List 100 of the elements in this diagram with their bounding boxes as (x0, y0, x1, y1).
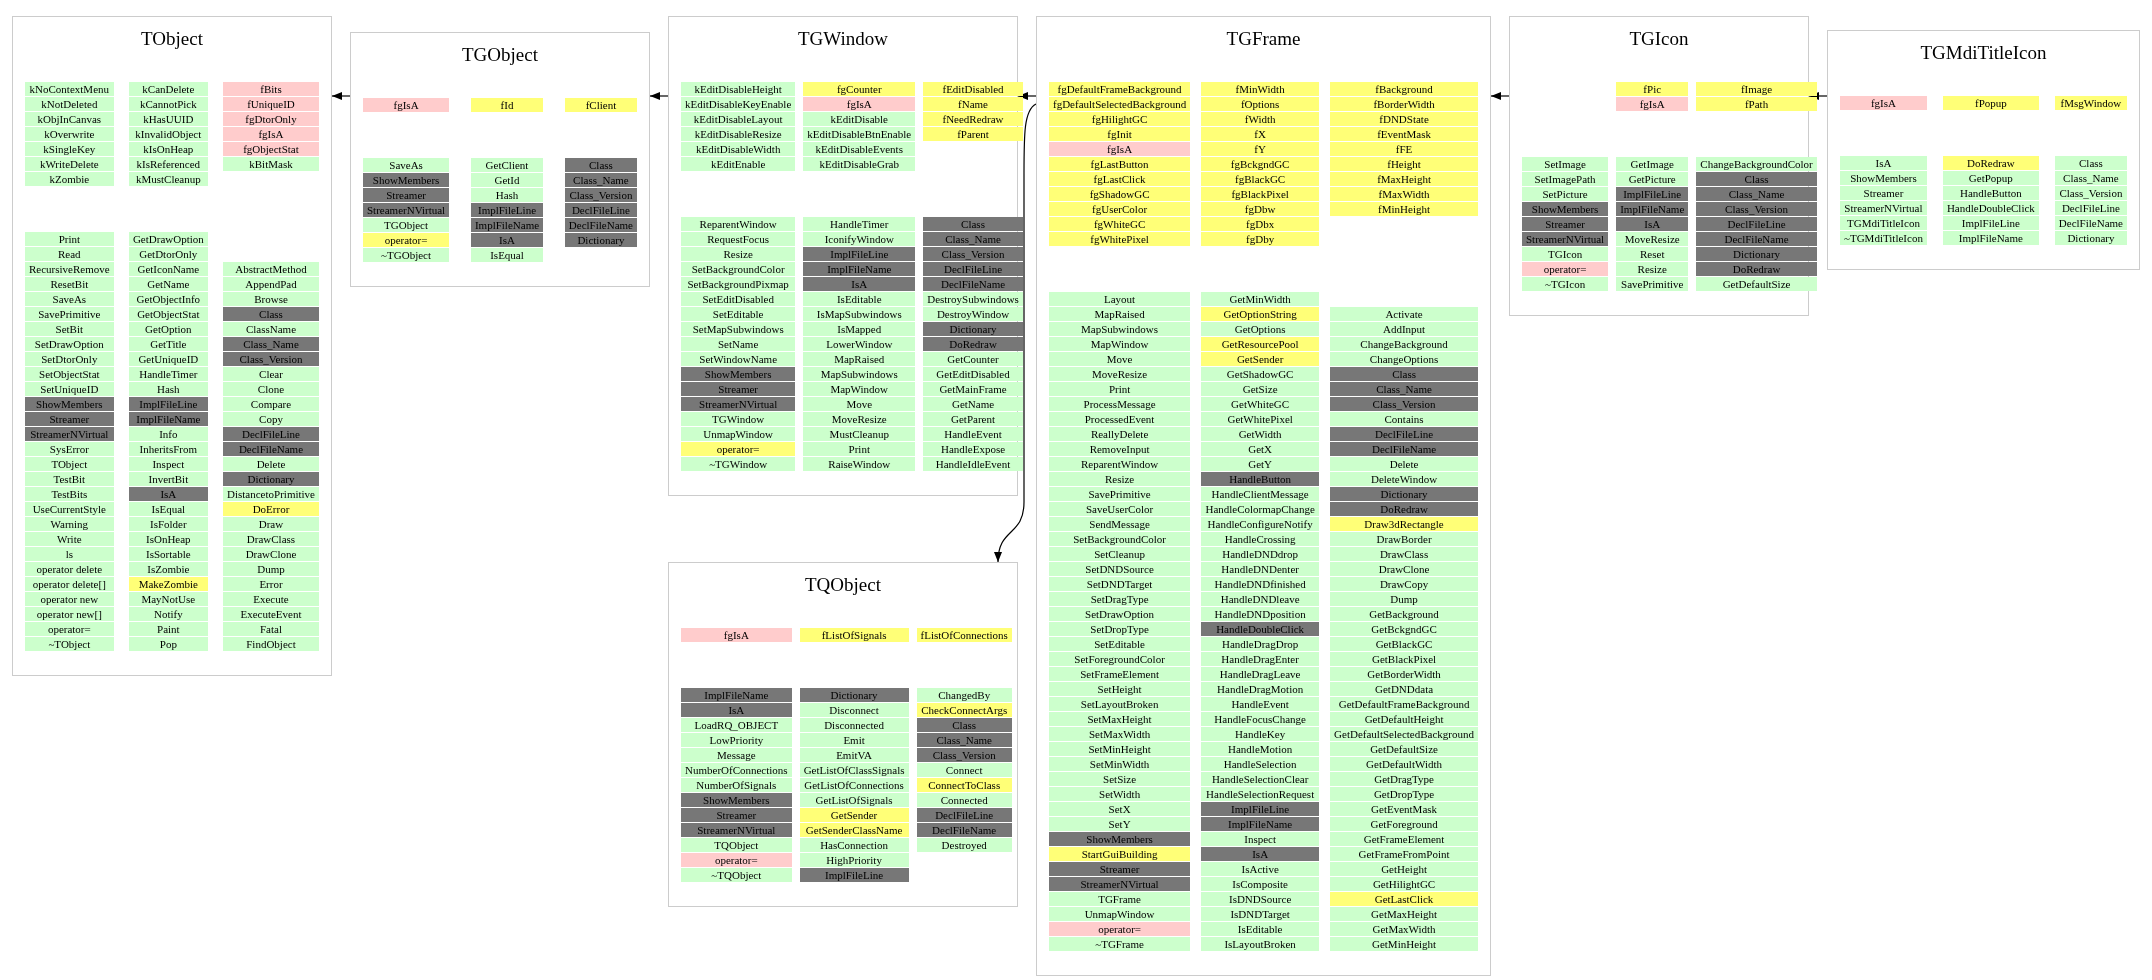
member-label: SetName (681, 336, 796, 351)
member-label: NumberOfSignals (681, 777, 792, 792)
member-label: ~TGObject (363, 247, 450, 262)
member-label: TGFrame (1049, 891, 1191, 906)
member-label: GetDefaultSize (1696, 276, 1817, 291)
member-label: GetListOfClassSignals (799, 762, 909, 777)
member-label: ShowMembers (363, 172, 450, 187)
member-label: Clone (223, 381, 319, 396)
member-label: SetDragType (1049, 591, 1191, 606)
member-label: GetEditDisabled (923, 366, 1023, 381)
member-label: fMinWidth (1201, 81, 1319, 96)
member-label: DrawClone (223, 546, 319, 561)
class-title: TGFrame (1226, 28, 1301, 49)
member-label: DeleteWindow (1330, 471, 1478, 486)
member-label: kCannotPick (128, 96, 208, 111)
member-label: operator= (1522, 261, 1609, 276)
member-label: Clear (223, 366, 319, 381)
member-label: SavePrimitive (25, 306, 114, 321)
member-label: kEditDisableGrab (803, 156, 916, 171)
member-label: fgDtorOnly (223, 111, 319, 126)
member-label: SetBackgroundColor (681, 261, 796, 276)
member-label: ImplFileName (1201, 816, 1319, 831)
member-label: HandleDNDdrop (1201, 546, 1319, 561)
member-label: GetTitle (128, 336, 208, 351)
member-label: GetImage (1616, 156, 1689, 171)
member-label: RaiseWindow (803, 456, 916, 471)
member-label: UnmapWindow (1049, 906, 1191, 921)
member-label: FindObject (223, 636, 319, 651)
member-label: fPopup (1942, 95, 2039, 110)
member-label: Delete (1330, 456, 1478, 471)
member-label: SetUniqueID (25, 381, 114, 396)
member-label: GetBlackPixel (1330, 651, 1478, 666)
member-label: Class_Version (223, 351, 319, 366)
member-label: GetDefaultFrameBackground (1330, 696, 1478, 711)
member-label: MapSubwindows (803, 366, 916, 381)
member-label: DeclFileName (923, 276, 1023, 291)
member-label: MapRaised (1049, 306, 1191, 321)
member-label: ImplFileLine (470, 202, 544, 217)
member-label: GetListOfConnections (799, 777, 909, 792)
member-label: Dictionary (923, 321, 1023, 336)
member-label: HandleColormapChange (1201, 501, 1319, 516)
member-label: ImplFileLine (799, 867, 909, 882)
member-label: SetForegroundColor (1049, 651, 1191, 666)
member-label: SetPicture (1522, 186, 1609, 201)
member-label: kZombie (25, 171, 114, 186)
member-label: SetBackgroundPixmap (681, 276, 796, 291)
member-label: operator= (1049, 921, 1191, 936)
member-label: kEditDisableHeight (681, 81, 796, 96)
member-label: SetEditable (1049, 636, 1191, 651)
member-label: Streamer (1522, 216, 1609, 231)
member-label: HandleTimer (128, 366, 208, 381)
member-label: GetMaxWidth (1330, 921, 1478, 936)
member-label: SetDNDTarget (1049, 576, 1191, 591)
member-label: HandleMotion (1201, 741, 1319, 756)
member-label: HandleConfigureNotify (1201, 516, 1319, 531)
member-label: Disconnected (799, 717, 909, 732)
member-label: Move (803, 396, 916, 411)
member-label: EmitVA (799, 747, 909, 762)
member-label: Dictionary (1696, 246, 1817, 261)
member-label: Connect (916, 762, 1012, 777)
member-label: fPic (1616, 81, 1689, 96)
member-label: DoRedraw (1330, 501, 1478, 516)
member-label: GetX (1201, 441, 1319, 456)
member-label: IsEditable (1201, 921, 1319, 936)
class-title: TGObject (462, 44, 538, 65)
member-label: DoRedraw (1942, 155, 2039, 170)
member-label: kEditDisable (803, 111, 916, 126)
member-label: Class (223, 306, 319, 321)
member-label: HandleClientMessage (1201, 486, 1319, 501)
member-label: ReparentWindow (1049, 456, 1191, 471)
member-label: Error (223, 576, 319, 591)
member-label: Dictionary (1330, 486, 1478, 501)
member-label: SendMessage (1049, 516, 1191, 531)
member-label: kObjInCanvas (25, 111, 114, 126)
member-label: Read (25, 246, 114, 261)
member-label: Write (25, 531, 114, 546)
member-label: kWriteDelete (25, 156, 114, 171)
member-label: HandleDNDfinished (1201, 576, 1319, 591)
member-label: IsA (803, 276, 916, 291)
member-label: DestroyWindow (923, 306, 1023, 321)
class-title: TQObject (805, 574, 881, 595)
member-label: HandleButton (1201, 471, 1319, 486)
member-label: Warning (25, 516, 114, 531)
member-label: GetPopup (1942, 170, 2039, 185)
member-label: fgUserColor (1049, 201, 1191, 216)
member-label: fMaxHeight (1330, 171, 1478, 186)
member-label: DestroySubwindows (923, 291, 1023, 306)
member-label: IsA (1840, 155, 1927, 170)
member-label: IsDNDTarget (1201, 906, 1319, 921)
member-label: HandleKey (1201, 726, 1319, 741)
member-label: ConnectToClass (916, 777, 1012, 792)
member-label: Class_Name (916, 732, 1012, 747)
member-label: Inspect (128, 456, 208, 471)
member-label: ImplFileLine (1616, 186, 1689, 201)
member-label: SetCleanup (1049, 546, 1191, 561)
member-label: Draw (223, 516, 319, 531)
member-label: Print (803, 441, 916, 456)
member-label: Connected (916, 792, 1012, 807)
member-label: SavePrimitive (1616, 276, 1689, 291)
member-label: DeclFileLine (923, 261, 1023, 276)
